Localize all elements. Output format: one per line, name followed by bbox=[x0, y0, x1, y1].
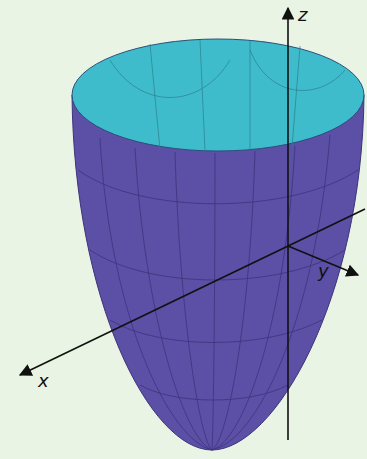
y-axis-label: y bbox=[318, 262, 329, 280]
x-axis bbox=[20, 209, 365, 375]
z-axis bbox=[287, 8, 289, 440]
top-opening bbox=[72, 39, 364, 151]
x-axis-label: x bbox=[38, 372, 49, 390]
inner-mesh bbox=[110, 40, 345, 151]
surface-mesh bbox=[78, 135, 358, 450]
z-axis-label: z bbox=[298, 6, 307, 24]
